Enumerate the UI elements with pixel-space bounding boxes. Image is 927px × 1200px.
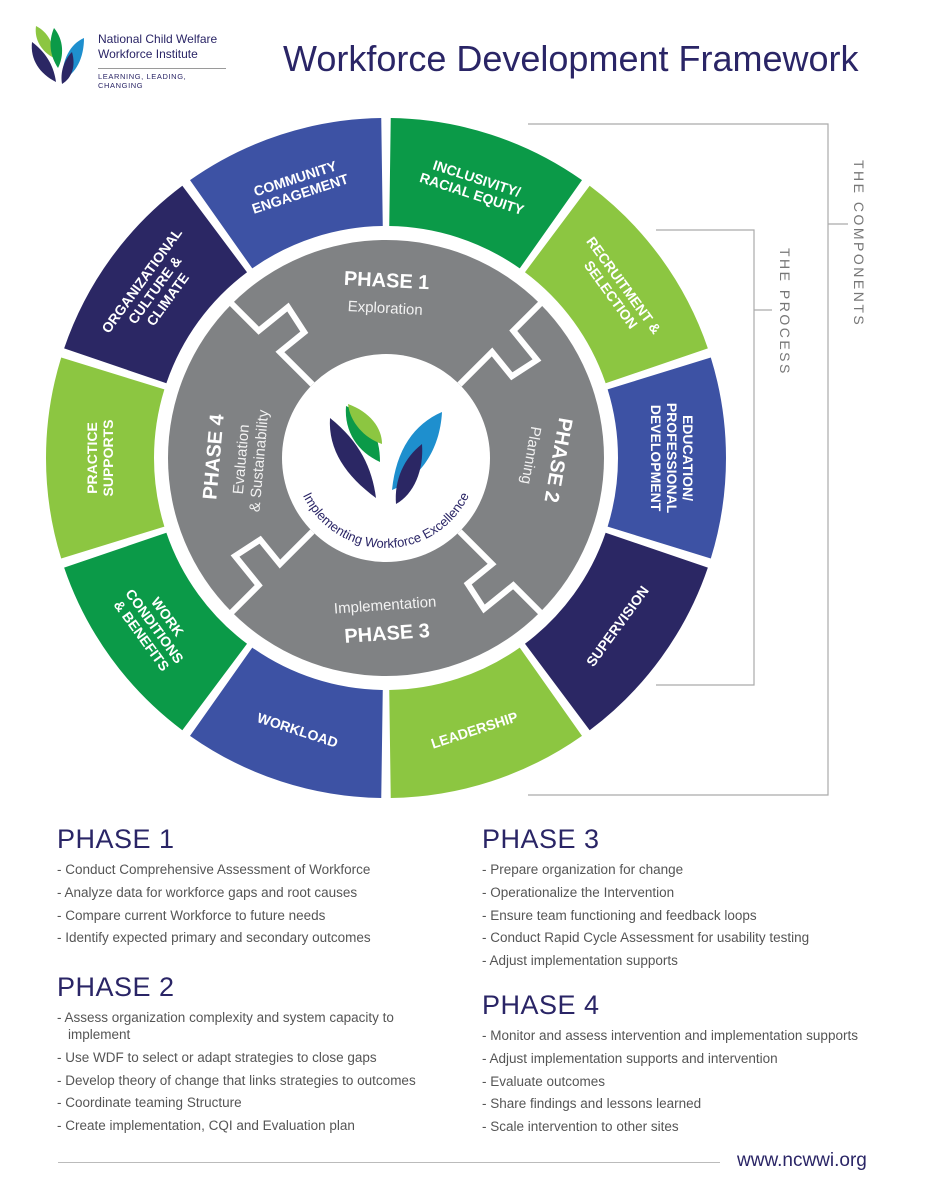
components-bracket (528, 123, 829, 796)
phase4-list-item: - Scale intervention to other sites (482, 1119, 679, 1135)
phase4-list-item: - Share findings and lessons learned (482, 1096, 702, 1112)
footer-url-link[interactable]: www.ncwwi.org (737, 1150, 867, 1171)
component-segment (45, 357, 165, 559)
component-segment (389, 647, 582, 798)
page-title: Workforce Development Framework (283, 38, 859, 79)
footer-divider (58, 1162, 720, 1163)
phase3-list-item: - Conduct Rapid Cycle Assessment for usa… (482, 930, 810, 946)
phase-seam (228, 529, 315, 616)
process-bracket (656, 229, 755, 686)
process-bracket-label: THE PROCESS (777, 248, 793, 376)
phase1-list: - Conduct Comprehensive Assessment of Wo… (57, 861, 457, 946)
component-segment (607, 357, 726, 559)
phase-seam (228, 300, 315, 387)
phase2-list-item: - Create implementation, CQI and Evaluat… (57, 1118, 355, 1134)
phase1-list-item: - Analyze data for workforce gaps and ro… (57, 884, 358, 900)
component-label: WORKCONDITIONS& BENEFITS (109, 576, 199, 675)
logo-tagline: LEARNING, LEADING, CHANGING (98, 68, 226, 90)
center-circle (282, 354, 490, 562)
component-segment (190, 118, 383, 269)
phase2-list-item: - Coordinate teaming Structure (57, 1095, 242, 1111)
phase3-list-item: - Prepare organization for change (482, 862, 684, 877)
phase2-list-item: - Develop theory of change that links st… (57, 1072, 416, 1088)
phase2-list: - Assess organization complexity and sys… (57, 1009, 457, 1134)
phase-seam (457, 300, 544, 387)
phase-seams (228, 300, 544, 616)
phase4-list-item: - Evaluate outcomes (482, 1073, 606, 1089)
phase1-heading: PHASE 1 (57, 824, 175, 854)
leaf-logo-icon (31, 26, 84, 84)
phase4-section: PHASE 4 - Monitor and assess interventio… (482, 990, 912, 1141)
phase3-heading: PHASE 3 (482, 824, 600, 854)
phase-wheel-label: PHASE 1 Exploration (343, 268, 430, 319)
component-segment (524, 185, 708, 384)
phase2-list-item: - Assess organization complexity and sys… (57, 1010, 394, 1042)
component-segment (389, 118, 582, 269)
phase3-list-item: - Ensure team functioning and feedback l… (482, 907, 757, 923)
ncwwi-logo: National Child Welfare Workforce Institu… (26, 20, 236, 90)
phase1-list-item: - Compare current Workforce to future ne… (57, 907, 326, 923)
component-segment (190, 647, 383, 798)
process-ring (168, 240, 604, 676)
phase-seam (457, 529, 544, 616)
phase1-list-item: - Conduct Comprehensive Assessment of Wo… (57, 862, 371, 877)
phase3-list: - Prepare organization for change - Opera… (482, 861, 912, 969)
phase4-heading: PHASE 4 (482, 990, 600, 1020)
component-label: EDUCATION/PROFESSIONALDEVELOPMENT (648, 403, 696, 514)
phase-wheel-subtitle: Exploration (347, 298, 423, 319)
logo-line1: National Child Welfare (98, 32, 218, 46)
phase4-list-item: - Adjust implementation supports and int… (482, 1050, 778, 1066)
phase3-list-item: - Operationalize the Intervention (482, 884, 675, 900)
phase3-section: PHASE 3 - Prepare organization for chang… (482, 824, 912, 975)
phase1-section: PHASE 1 - Conduct Comprehensive Assessme… (57, 824, 457, 952)
phase1-list-item: - Identify expected primary and secondar… (57, 930, 371, 946)
component-segment (524, 532, 708, 731)
phase2-list-item: - Use WDF to select or adapt strategies … (57, 1049, 377, 1065)
components-bracket-label: THE COMPONENTS (851, 160, 867, 327)
logo-line2: Workforce Institute (98, 47, 198, 61)
phase2-section: PHASE 2 - Assess organization complexity… (57, 972, 457, 1140)
phase2-heading: PHASE 2 (57, 972, 175, 1002)
component-segment (64, 532, 248, 731)
logo-org-name: National Child Welfare Workforce Institu… (98, 32, 217, 62)
phase-wheel-title: PHASE 1 (343, 268, 430, 294)
phase4-list: - Monitor and assess intervention and im… (482, 1027, 912, 1135)
component-segment (64, 185, 248, 384)
component-label: PRACTICESUPPORTS (84, 419, 116, 496)
phase-wheel-subtitle: Evaluation (230, 424, 253, 495)
center-leaf-icon (329, 404, 442, 504)
phase3-list-item: - Adjust implementation supports (482, 953, 678, 969)
phase4-list-item: - Monitor and assess intervention and im… (482, 1028, 858, 1043)
